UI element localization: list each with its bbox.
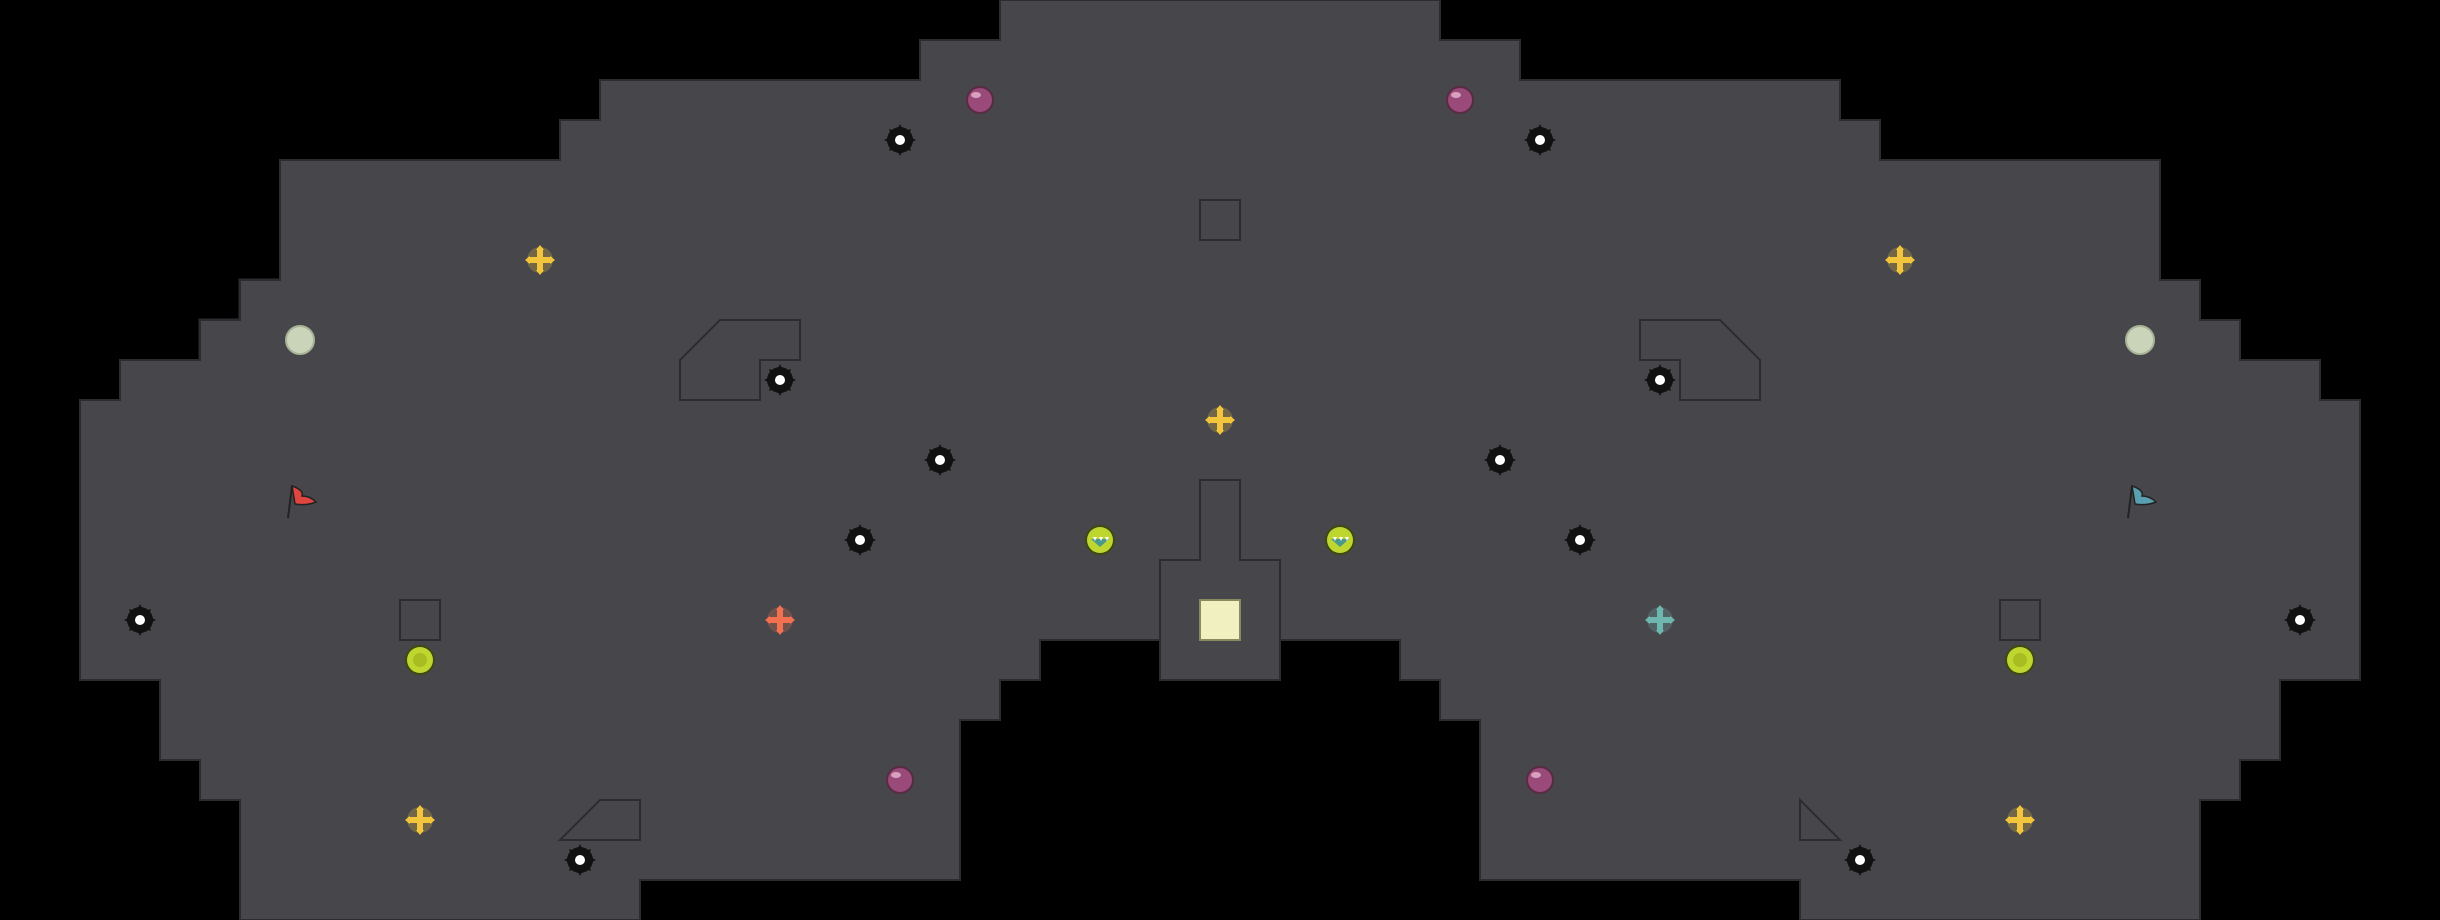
boost-icon: [1885, 245, 1915, 275]
wall-block: [1999, 599, 2041, 641]
boost-icon: [2005, 805, 2035, 835]
boost-icon: [525, 245, 555, 275]
portal-icon: [285, 325, 315, 355]
flag-icon: [2127, 484, 2158, 519]
boost-icon: [405, 805, 435, 835]
powerup-icon: [966, 86, 994, 114]
boost-icon: [1205, 405, 1235, 435]
wall-block: [1639, 319, 1761, 401]
object-layer: [124, 86, 2316, 876]
wall-block: [1159, 479, 1281, 681]
bomb-icon: [405, 645, 435, 675]
boost-icon: [765, 605, 795, 635]
wall-block: [1199, 199, 1241, 241]
bomb-icon: [2005, 645, 2035, 675]
powerup-icon: [1526, 766, 1554, 794]
gate-icon: [1199, 599, 1241, 641]
wall-block: [679, 319, 801, 401]
bomb-icon: [1085, 525, 1115, 555]
wall-block: [557, 799, 641, 841]
wall-layer: [79, 0, 2361, 920]
wall-block: [1799, 797, 1843, 841]
outer-wall: [79, 0, 2361, 920]
bomb-icon: [1325, 525, 1355, 555]
flag-icon: [287, 484, 318, 519]
wall-block: [399, 599, 441, 641]
powerup-icon: [1446, 86, 1474, 114]
boost-icon: [1645, 605, 1675, 635]
powerup-icon: [886, 766, 914, 794]
portal-icon: [2125, 325, 2155, 355]
